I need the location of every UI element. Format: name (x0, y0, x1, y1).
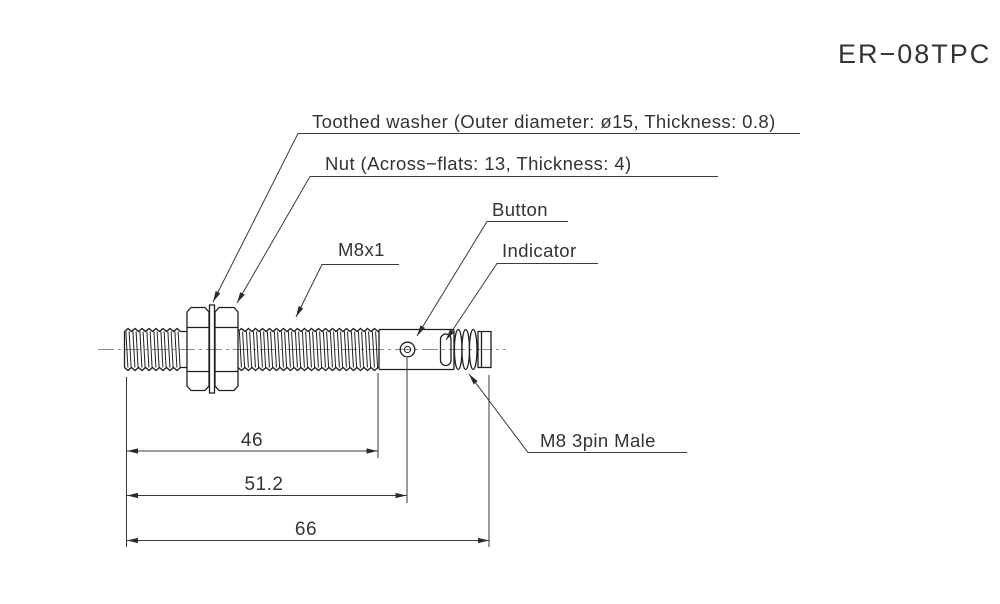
connector-leader-arrowhead (469, 374, 478, 385)
hex-nut-left (186, 306, 210, 392)
button-inner-circle (403, 345, 412, 354)
indicator-leader-arrowhead (446, 329, 455, 340)
indicator-label: Indicator (502, 240, 577, 261)
button-label: Button (492, 199, 548, 220)
dim-51-2-right-arrowhead (395, 492, 407, 499)
thread-bottom-edge-left (124, 366, 187, 372)
dim-46-left-arrowhead (127, 448, 138, 454)
toothed-washer-leader (212, 133, 800, 303)
dim-value-51-2: 51.2 (245, 474, 284, 495)
dim-51-2-left-arrowhead (127, 492, 138, 499)
connector-end-cap (477, 330, 492, 369)
dim-66-left-arrowhead (127, 537, 138, 544)
housing-section (378, 328, 455, 371)
toothed-washer-leader-arrowhead (213, 291, 221, 302)
thread-spec-label: M8x1 (338, 239, 385, 260)
dimensions: 46 51.2 66 (126, 358, 490, 547)
dim-value-66: 66 (295, 519, 317, 540)
dim-46-right-arrowhead (366, 448, 378, 454)
thread-spec-leader (295, 264, 399, 318)
button-leader (416, 221, 568, 337)
callout-labels: Toothed washer (Outer diameter: ø15, Thi… (312, 111, 776, 451)
button-outer-circle (399, 341, 416, 358)
dim-value-46: 46 (241, 430, 263, 451)
nut-leader-arrowhead (237, 292, 245, 303)
connector-label: M8 3pin Male (540, 430, 656, 451)
nut-leader (236, 176, 718, 304)
indicator-leader (445, 263, 598, 341)
thread-top-edge-right (237, 327, 379, 333)
extension-lines (126, 358, 490, 547)
dim-66-right-arrowhead (478, 537, 489, 544)
connector-thread-ridge (468, 328, 478, 371)
button-leader-arrowhead (417, 325, 425, 336)
leader-lines (212, 133, 800, 453)
thread-top-edge-left (124, 327, 187, 333)
thread-flanks-left (125, 331, 181, 368)
thread-flanks-right (238, 331, 379, 368)
thread-spec-leader-arrowhead (296, 306, 304, 317)
thread-bottom-edge-right (237, 366, 379, 372)
hex-nut-right (214, 306, 239, 392)
sensor-body (123, 304, 492, 394)
indicator-slot (439, 333, 452, 367)
nut-label: Nut (Across−flats: 13, Thickness: 4) (325, 153, 632, 174)
connector-threads (453, 328, 478, 371)
toothed-washer-label: Toothed washer (Outer diameter: ø15, Thi… (312, 111, 776, 132)
part-number-title: ER−08TPC (838, 39, 991, 69)
